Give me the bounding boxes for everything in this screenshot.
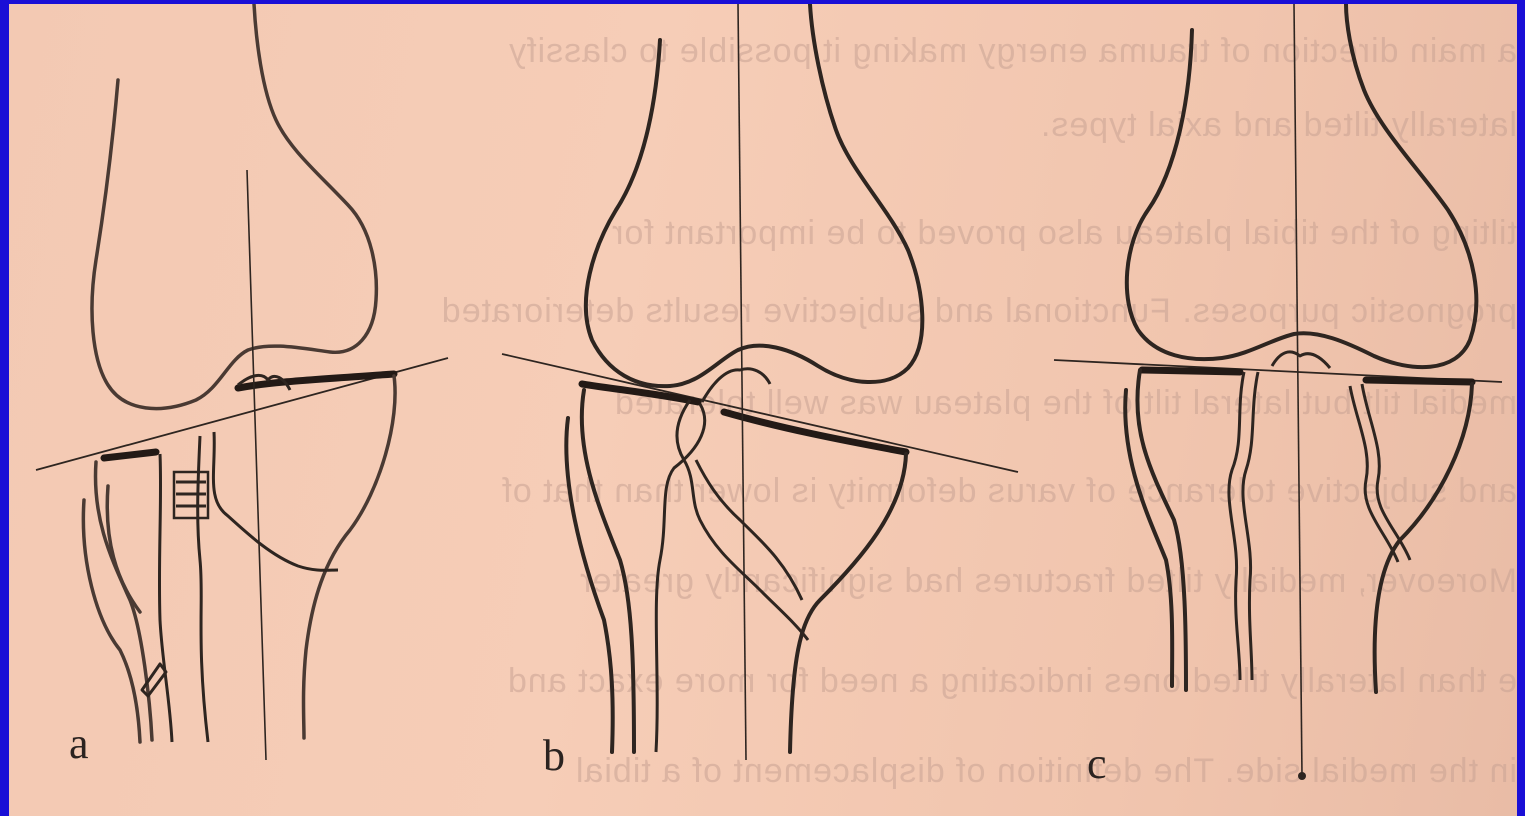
panel-b-drawing [502, 4, 1018, 760]
plateau-cortex-c-lateral [1366, 380, 1472, 382]
axis-end-dot-c [1298, 772, 1306, 780]
plateau-cortex-b-lateral [724, 412, 906, 452]
panel-a-drawing [36, 4, 448, 760]
plateau-cortex-a [104, 452, 156, 458]
fibula-a-inner [107, 486, 140, 612]
panel-label-a: a [69, 722, 89, 766]
axis-line-b [738, 4, 746, 760]
panel-label-b: b [543, 734, 565, 778]
fracture-line-c-medial [1229, 372, 1244, 680]
fracture-line-c-lateral [1362, 384, 1410, 560]
femur-outline-a [92, 4, 376, 409]
knee-diagram [9, 4, 1517, 816]
femur-outline-c [1127, 4, 1477, 367]
fracture-line-a [213, 432, 338, 570]
depressed-fragment-a [174, 472, 208, 518]
axis-line-c [1294, 4, 1302, 776]
axis-line-a [247, 170, 266, 760]
fibula-a [83, 500, 140, 742]
panel-c-drawing [1054, 4, 1502, 780]
panel-label-c: c [1087, 742, 1107, 786]
tibial-spine-b [702, 369, 770, 402]
tibial-spine-c [1272, 352, 1330, 368]
fracture-line-a-3 [159, 454, 172, 742]
femur-outline-b [586, 4, 922, 386]
tibia-outline-b-right [790, 454, 906, 752]
paper-photo: a main direction of trauma energy making… [9, 4, 1517, 816]
tibia-outline-a [95, 462, 152, 740]
fracture-line-c-medial-2 [1243, 372, 1258, 680]
tibia-outline-a-right [304, 376, 396, 738]
tibia-outline-c-right [1375, 384, 1472, 692]
fracture-line-c-lateral-2 [1350, 386, 1398, 562]
plateau-cortex-c [1142, 370, 1240, 372]
tibia-outline-c-left [1137, 370, 1186, 690]
fibula-c [1125, 390, 1172, 686]
plateau-cortex-b [582, 384, 698, 402]
